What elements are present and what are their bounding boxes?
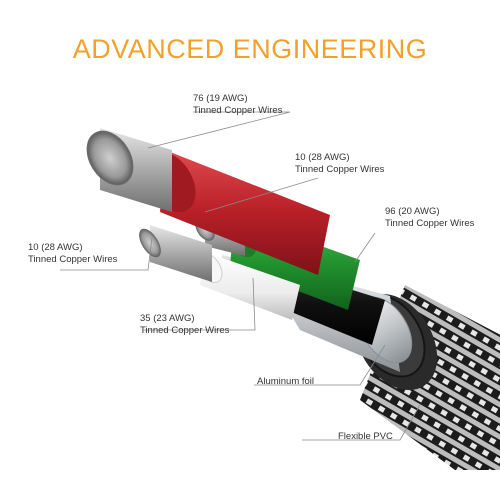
red-wire <box>86 128 330 275</box>
label-96-awg-count: 96 (20 AWG) <box>385 206 440 217</box>
label-76-awg-copper: 76 (19 AWG) Tinned Copper Wires <box>193 93 282 116</box>
label-35-awg-count: 35 (23 AWG) <box>140 313 195 324</box>
leader-lines <box>60 111 421 441</box>
label-10-awg-green-count: 10 (28 AWG) <box>295 152 350 163</box>
label-10-awg-left-count: 10 (28 AWG) <box>28 242 83 253</box>
label-76-awg-desc: Tinned Copper Wires <box>193 104 283 116</box>
label-aluminum-foil-text: Aluminum foil <box>257 376 315 387</box>
label-76-awg-count: 76 (19 AWG) <box>193 93 248 104</box>
label-flexible-pvc: Flexible PVC <box>338 431 393 443</box>
label-96-awg-copper: 96 (20 AWG) Tinned Copper Wires <box>385 206 474 229</box>
label-96-awg-desc: Tinned Copper Wires <box>385 217 475 229</box>
white-wire <box>139 225 300 320</box>
label-aluminum-foil: Aluminum foil <box>257 376 314 388</box>
label-10-awg-green-desc: Tinned Copper Wires <box>295 163 385 175</box>
label-35-awg-copper: 35 (23 AWG) Tinned Copper Wires <box>140 313 229 336</box>
page-title: ADVANCED ENGINEERING <box>72 34 428 64</box>
label-10-awg-left-copper: 10 (28 AWG) Tinned Copper Wires <box>28 242 117 265</box>
label-35-awg-desc: Tinned Copper Wires <box>140 324 230 336</box>
label-flexible-pvc-text: Flexible PVC <box>338 431 393 442</box>
label-10-awg-left-desc: Tinned Copper Wires <box>28 253 118 265</box>
label-10-awg-green-copper: 10 (28 AWG) Tinned Copper Wires <box>295 152 384 175</box>
